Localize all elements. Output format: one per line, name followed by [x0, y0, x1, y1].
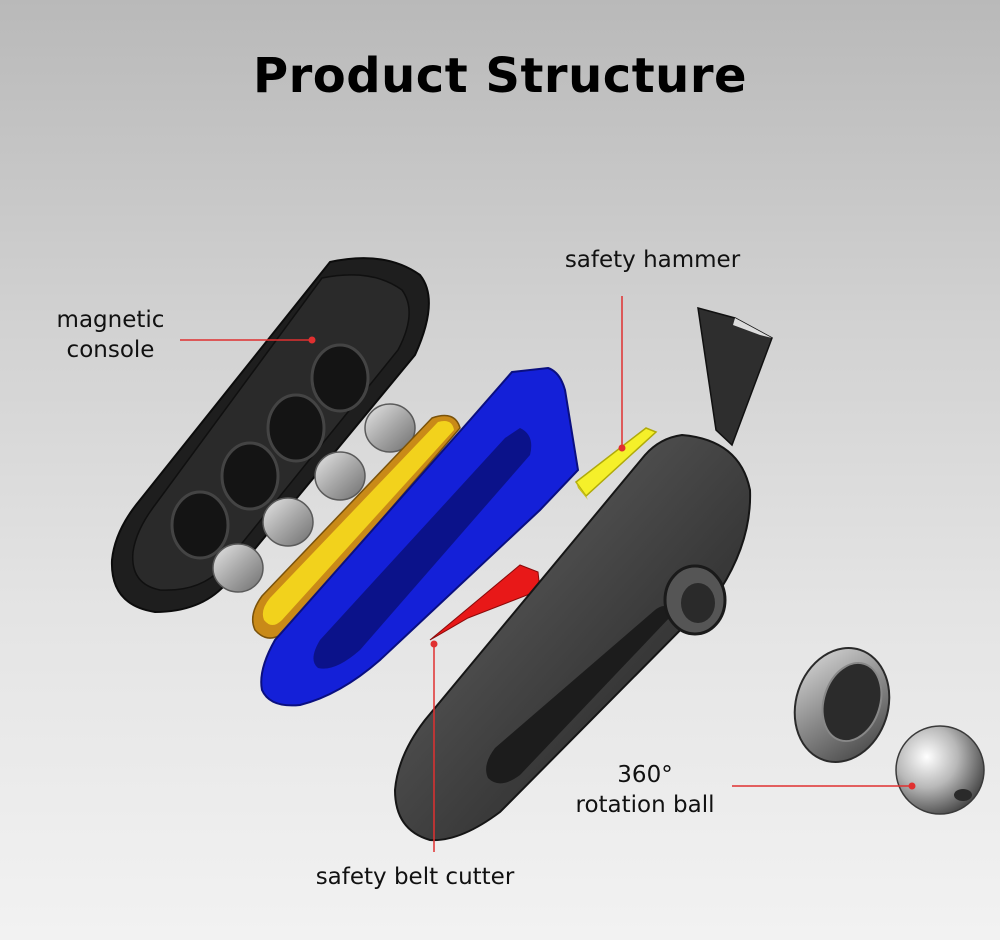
leader-dot-magnetic-console: [308, 336, 316, 344]
page-title: Product Structure: [252, 48, 748, 104]
label-magnetic-console-line2: console: [66, 337, 155, 363]
wedge-part: [697, 306, 773, 447]
outer-shell-part: [393, 433, 752, 842]
label-rotation-ball: 360° rotation ball: [555, 760, 735, 820]
adhesive-plate-part: [251, 414, 461, 639]
label-safety-hammer: safety hammer: [564, 247, 741, 273]
label-safety-belt-cutter: safety belt cutter: [315, 864, 515, 890]
leader-dot-safety-belt-cutter: [430, 640, 438, 648]
leader-dot-rotation-ball: [908, 782, 916, 790]
bearing-ring-part: [793, 647, 891, 763]
label-rotation-ball-line1: 360°: [617, 762, 673, 788]
rotation-ball-part: [895, 725, 985, 815]
leader-lines: [180, 296, 916, 852]
label-magnetic-console-line1: magnetic: [56, 307, 165, 333]
magnet-discs: [212, 403, 416, 593]
magnetic-console-part: [110, 257, 430, 614]
label-rotation-ball-line2: rotation ball: [575, 792, 715, 818]
label-magnetic-console: magnetic console: [28, 305, 193, 365]
blue-frame-part: [260, 366, 580, 707]
leader-dot-safety-hammer: [618, 444, 626, 452]
safety-belt-cutter-part: [429, 564, 541, 641]
